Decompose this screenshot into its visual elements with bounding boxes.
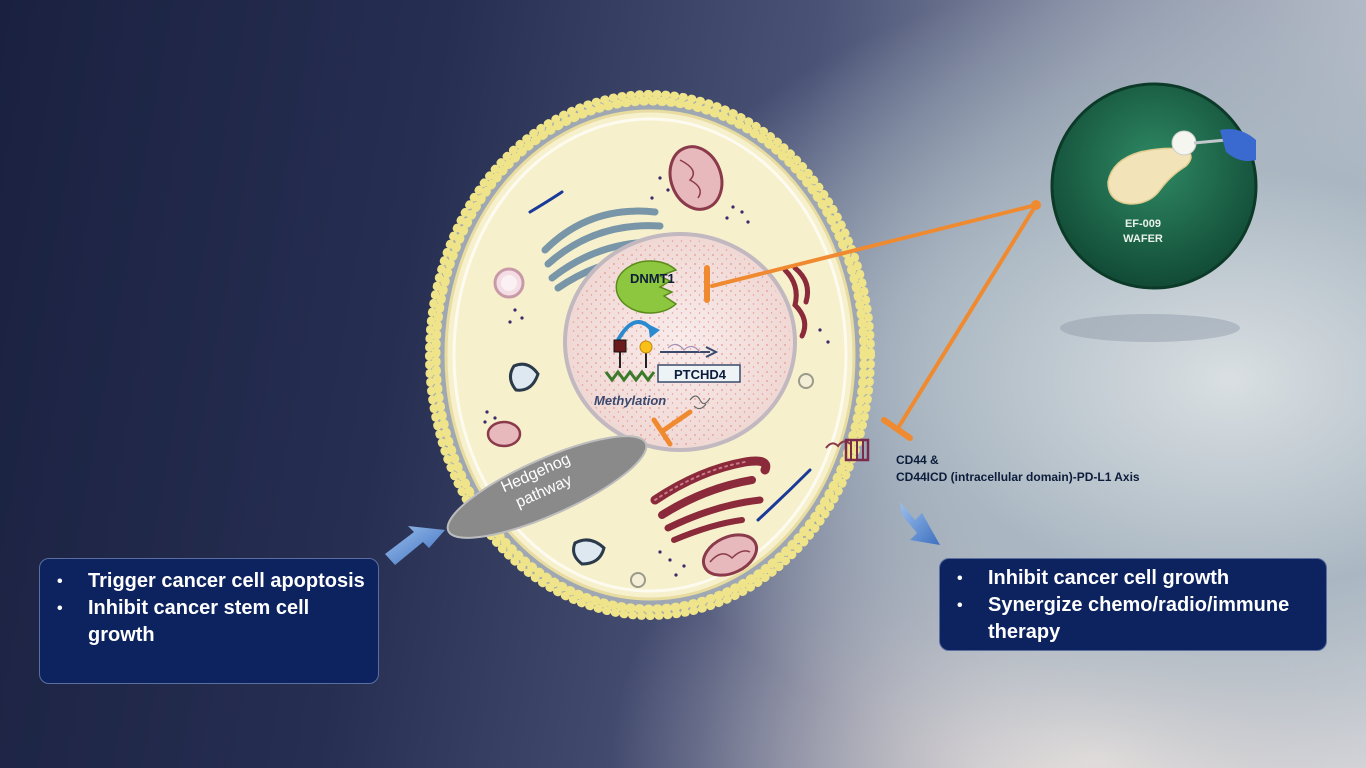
wafer-inhibit-dnmt1 — [704, 203, 1038, 303]
right-outcome-item: •Inhibit cancer cell growth — [940, 565, 1314, 592]
lysosome-bottom — [572, 538, 606, 566]
filament-bottom — [756, 468, 812, 522]
methylation-marks — [604, 320, 660, 383]
endoplasmic-reticulum — [650, 456, 771, 543]
left-outcome-item: •Inhibit cancer stem cell growth — [57, 597, 310, 646]
arrow-left-outcome — [385, 526, 445, 565]
vesicle-right — [798, 373, 814, 389]
cd44-label-line1: CD44 & — [896, 453, 939, 467]
wafer-shadow — [1060, 314, 1240, 342]
ptchd4-gene — [657, 343, 741, 383]
wafer-label: EF-009 WAFER — [1098, 217, 1188, 247]
vesicle-left — [493, 267, 525, 299]
ptchd4-label: PTCHD4 — [674, 367, 727, 382]
bullet-icon: • — [57, 600, 63, 617]
inhibit-hedgehog-arrow — [651, 409, 693, 447]
ef009-wafer — [1050, 82, 1258, 290]
right-outcome-item: •Synergize chemo/radio/immune therapy — [957, 594, 1290, 643]
cd44-label: CD44 & CD44ICD (intracellular domain)-PD… — [896, 452, 1140, 486]
left-outcomes-box: •Trigger cancer cell apoptosis •Inhibit … — [39, 558, 379, 684]
bullet-icon: • — [57, 573, 63, 590]
methylation-label: Methylation — [594, 393, 667, 408]
arrow-right-outcome — [900, 502, 940, 545]
dnmt1-label: DNMT1 — [630, 271, 675, 286]
bullet-icon: • — [957, 597, 963, 614]
hedgehog-pathway-ellipse — [446, 435, 648, 539]
rough-er-right — [782, 265, 811, 339]
wafer-inhibit-cd44 — [881, 203, 1038, 441]
bullet-icon: • — [957, 570, 963, 587]
cd44-receptor — [825, 438, 870, 462]
mitochondrion-top — [668, 145, 724, 211]
detached-methyl-squiggle — [689, 395, 711, 410]
vesicle-bottom — [630, 572, 646, 588]
lysosome-left — [509, 362, 540, 392]
mitochondrion-bottom — [702, 533, 758, 577]
wafer-label-line2: WAFER — [1123, 233, 1163, 245]
filament-top — [528, 190, 564, 214]
wafer-line-origin — [1031, 200, 1041, 210]
mitochondrion-left — [486, 420, 522, 448]
cd44-label-line2: CD44ICD (intracellular domain)-PD-L1 Axi… — [896, 470, 1140, 484]
left-outcome-item: •Trigger cancer cell apoptosis — [40, 568, 366, 595]
wafer-label-line1: EF-009 — [1124, 218, 1162, 230]
right-outcomes-box: •Inhibit cancer cell growth •Synergize c… — [939, 558, 1327, 651]
dnmt1-enzyme — [615, 260, 678, 314]
cytoplasm-dots — [483, 176, 830, 577]
